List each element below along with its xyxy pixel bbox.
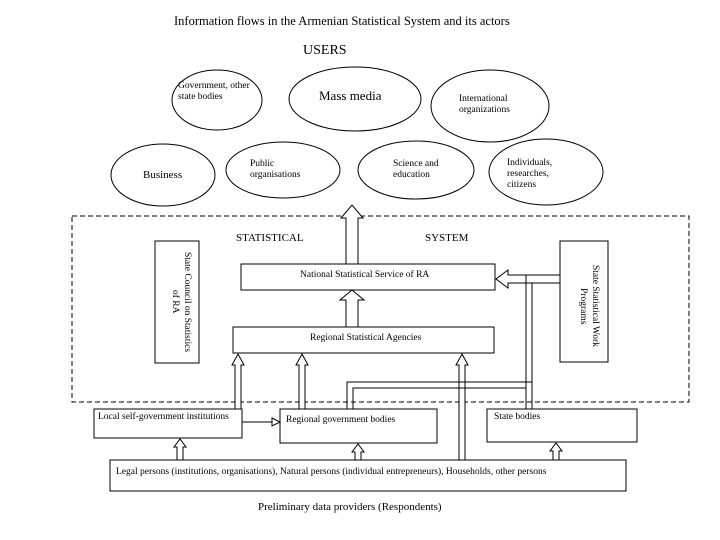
national-service-box [241,264,495,290]
system-label: SYSTEM [425,232,469,244]
statistical-system-boundary [72,216,689,402]
resp-to-local-arrow [174,439,186,460]
local-to-agencies-arrow [232,354,244,409]
regionalgov-to-nss-line-inner [347,376,532,409]
regionalgov-to-nss-line-outer [353,376,526,409]
work-programs-label: State Statistical Work Programs [578,265,600,347]
respondents-box-label: Legal persons (institutions, organisatio… [116,467,547,477]
nss-connector-v [526,275,532,376]
science-label: Science and education [393,159,439,180]
regional-agencies-box [233,327,494,353]
government-label: Government, other state bodies [178,81,250,102]
respondents-caption: Preliminary data providers (Respondents) [258,501,442,513]
work-programs-box [560,241,608,362]
council-box [155,241,199,363]
council-label: State Council on Statistics of RA [170,251,192,352]
regionalgov-to-agencies-arrow [296,354,308,409]
business-label: Business [143,169,183,181]
page-title: Information flows in the Armenian Statis… [174,14,510,28]
international-label: International organizations [459,94,511,115]
statistical-label: STATISTICAL [236,232,304,244]
state-bodies-label: State bodies [494,412,541,422]
respondents-to-agencies-arrow [456,354,468,460]
local-self-gov-box [94,409,242,438]
individuals-label: Individuals, researches, citizens [507,158,553,190]
international-ellipse [431,70,549,142]
business-ellipse [111,144,215,206]
statebodies-to-nss-line [526,376,532,409]
public-orgs-ellipse [226,142,340,198]
regional-agencies-label: Regional Statistical Agencies [310,333,422,343]
regional-gov-label: Regional government bodies [286,415,396,425]
resp-to-statebodies-arrow [550,443,562,460]
state-bodies-box [487,409,637,442]
regional-to-nss-arrow [340,290,364,327]
science-ellipse [358,141,474,199]
respondents-box [110,460,626,491]
programs-to-nss-arrow [496,270,560,288]
nss-to-users-arrow [341,205,363,264]
users-heading: USERS [303,43,347,58]
public-orgs-label: Public organisations [250,159,301,180]
local-self-gov-label: Local self-government institutions [98,412,229,422]
individuals-ellipse [489,139,603,205]
resp-to-regionalgov-arrow [352,444,364,460]
government-ellipse [172,70,262,130]
national-service-label: National Statistical Service of RA [300,270,430,280]
local-to-regional-head [272,418,280,426]
mass-media-label: Mass media [319,88,382,103]
regional-gov-box [280,409,437,443]
mass-media-ellipse [289,67,421,131]
